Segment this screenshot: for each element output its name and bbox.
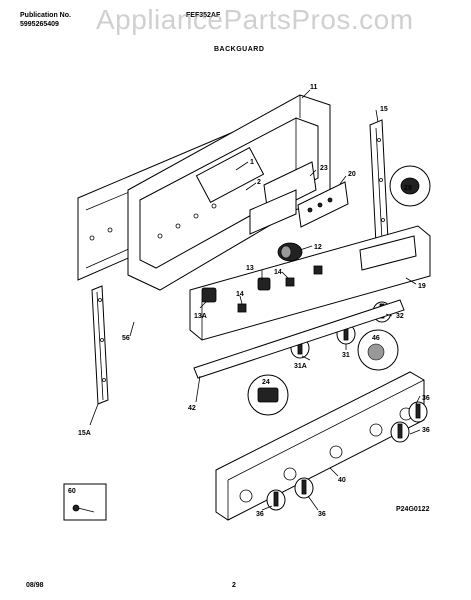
section-title: BACKGUARD [214, 46, 265, 53]
callout-29: 29 [404, 185, 412, 192]
callout-14-lower: 14 [236, 291, 244, 298]
callout-12: 12 [314, 244, 322, 251]
control-panel [189, 225, 431, 341]
callout-24: 24 [262, 379, 270, 386]
callout-1: 1 [250, 159, 254, 166]
detail-inset-60 [63, 483, 107, 521]
front-knobs [266, 401, 428, 511]
callout-31a: 31A [294, 363, 307, 370]
callout-15a: 15A [78, 430, 91, 437]
callout-60: 60 [68, 488, 76, 495]
callout-11: 11 [310, 84, 318, 91]
right-side-bracket [369, 119, 389, 245]
footer-date: 08/98 [26, 582, 44, 589]
callout-15: 15 [380, 106, 388, 113]
callout-19: 19 [418, 283, 426, 290]
callout-23: 23 [320, 165, 328, 172]
detail-inset-29 [389, 165, 431, 207]
callout-40: 40 [338, 477, 346, 484]
publication-number: 5995265409 [20, 21, 59, 28]
page-number: 2 [232, 582, 236, 589]
callout-56: 56 [122, 335, 130, 342]
callout-2: 2 [257, 179, 261, 186]
diagram-code: P24G0122 [396, 506, 430, 513]
callout-36-middle: 36 [318, 511, 326, 518]
callout-36-left: 36 [256, 511, 264, 518]
left-side-bracket [91, 285, 109, 405]
callout-13: 13 [246, 265, 254, 272]
lamp-switch [277, 242, 303, 262]
leader-lines [89, 89, 421, 511]
detail-inset-24 [247, 374, 289, 416]
callout-14-upper: 14 [274, 269, 282, 276]
callout-20: 20 [348, 171, 356, 178]
callout-36-upper: 36 [422, 395, 430, 402]
callout-32: 32 [396, 313, 404, 320]
model-number: FEF352AF [186, 12, 221, 19]
switches [201, 265, 323, 313]
callout-36-right: 36 [422, 427, 430, 434]
callout-46: 46 [372, 335, 380, 342]
publication-label: Publication No. [20, 12, 71, 19]
watermark: AppliancePartsPros.com [96, 4, 414, 35]
callout-13a: 13A [194, 313, 207, 320]
callout-31: 31 [342, 352, 350, 359]
callout-42: 42 [188, 405, 196, 412]
lower-trim [193, 299, 405, 379]
clock-timer-assembly [249, 161, 349, 235]
detail-inset-46 [357, 329, 399, 371]
backguard-frame [127, 94, 331, 291]
front-panel [215, 371, 425, 521]
